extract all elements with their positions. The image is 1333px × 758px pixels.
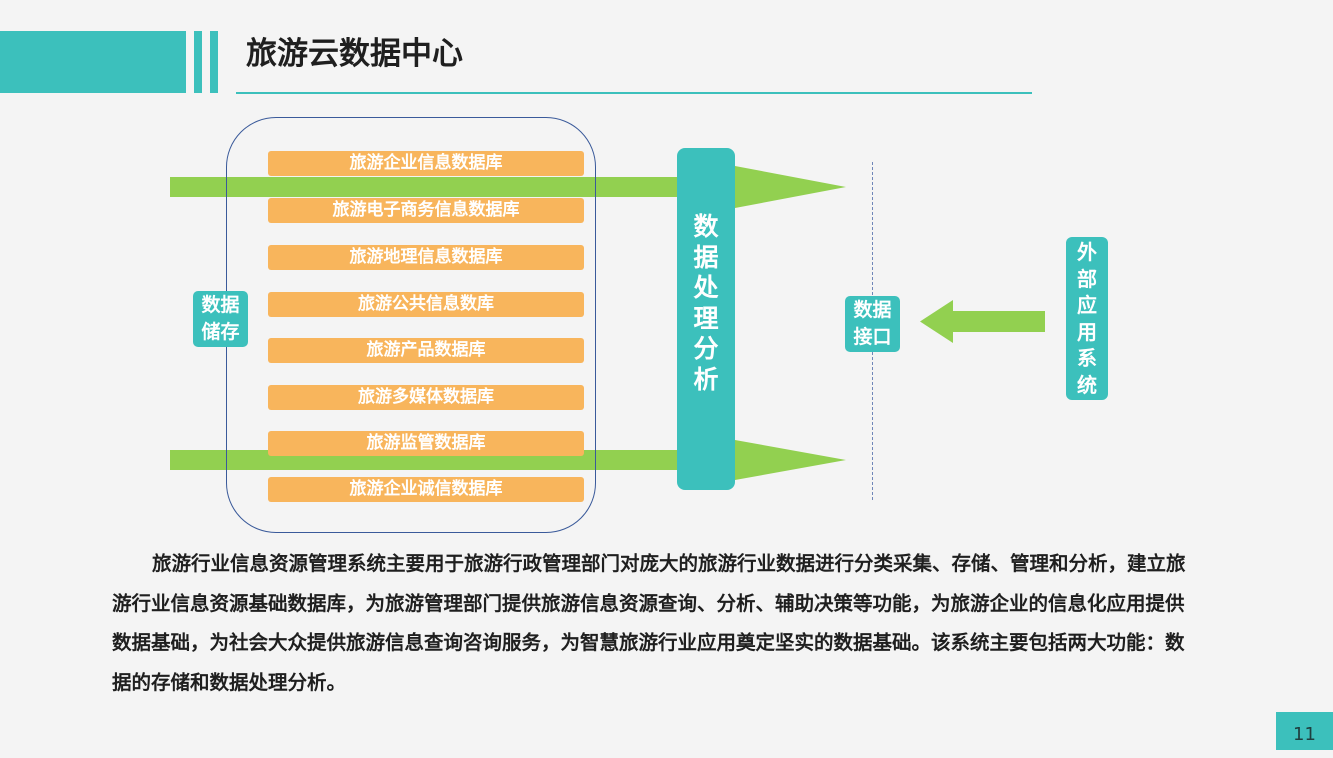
description-paragraph: 旅游行业信息资源管理系统主要用于旅游行政管理部门对庞大的旅游行业数据进行分类采集… [112, 552, 1186, 694]
processing-char: 据 [693, 242, 719, 272]
title-divider [236, 92, 1032, 94]
database-item: 旅游电子商务信息数据库 [268, 198, 584, 223]
header-stripe [210, 31, 218, 93]
processing-char: 析 [693, 364, 719, 394]
header-band [0, 31, 186, 93]
database-item: 旅游产品数据库 [268, 338, 584, 363]
database-item: 旅游监管数据库 [268, 431, 584, 456]
processing-char: 理 [693, 303, 719, 333]
external-char: 统 [1077, 372, 1097, 397]
database-item: 旅游企业信息数据库 [268, 151, 584, 176]
database-item: 旅游多媒体数据库 [268, 385, 584, 410]
header-stripe [194, 31, 202, 93]
bottom-flow-arrowhead [735, 440, 846, 480]
processing-char: 分 [693, 334, 719, 363]
database-item: 旅游公共信息数库 [268, 292, 584, 317]
external-char: 用 [1077, 319, 1097, 344]
external-char: 系 [1077, 346, 1097, 370]
external-char: 外 [1077, 240, 1097, 264]
database-item: 旅游企业诚信数据库 [268, 477, 584, 502]
storage-frame [226, 117, 596, 533]
external-char: 应 [1077, 293, 1097, 317]
external-char: 部 [1077, 266, 1097, 291]
page-number: 11 [1276, 712, 1333, 750]
external-systems-box: 外 部 应 用 系 统 [1066, 237, 1108, 400]
database-item: 旅游地理信息数据库 [268, 245, 584, 270]
top-flow-band [170, 177, 680, 197]
storage-label: 数据 储存 [193, 291, 248, 347]
interface-label: 数据 接口 [845, 296, 900, 352]
processing-label: 数 据 处 理 分 析 [677, 212, 735, 395]
top-flow-arrowhead [735, 166, 846, 208]
processing-char: 数 [693, 212, 719, 241]
page-title: 旅游云数据中心 [246, 36, 463, 72]
external-flow-band [950, 311, 1045, 332]
processing-char: 处 [693, 273, 719, 302]
processing-box [677, 148, 735, 490]
external-flow-arrowhead [920, 300, 953, 343]
